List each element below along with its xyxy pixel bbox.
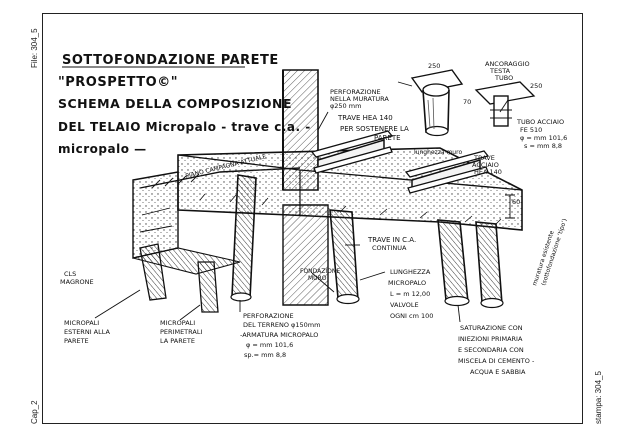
label-micropali-esterni-2: ESTERNI ALLA	[64, 328, 111, 336]
label-micropali-perimetrali-3: LA PARETE	[160, 337, 195, 345]
title-line-1: SOTTOFONDAZIONE PARETE	[62, 53, 279, 68]
micropile-perimeter	[197, 261, 219, 313]
micropile-1	[230, 174, 257, 302]
label-fondazione-2: MURO	[308, 275, 327, 282]
label-lunghezza-2: MICROPALO	[388, 279, 426, 287]
hea-beam-right	[404, 150, 490, 194]
label-saturazione-3: E SECONDARIA CON	[458, 346, 524, 354]
drawing-frame	[42, 13, 583, 424]
label-cls-2: MAGRONE	[60, 278, 94, 286]
label-saturazione-4: MISCELA DI CEMENTO -	[458, 357, 535, 365]
label-trave-right-2: ACCIAIO	[472, 161, 499, 169]
title-line-3: SCHEMA DELLA COMPOSIZIONE	[58, 96, 292, 111]
leader-lines	[94, 81, 515, 323]
title-block: SOTTOFONDAZIONE PARETE "PROSPETTO©" SCHE…	[58, 53, 311, 156]
label-perf-terreno-3: -ARMATURA MICROPALO	[240, 331, 318, 339]
label-perforazione-1: PERFORAZIONE	[330, 88, 381, 96]
label-lunghezza-4: VALVOLE	[390, 301, 419, 309]
label-sostenere-2: PARETE	[374, 134, 401, 142]
label-fondazione-1: FONDAZIONE	[300, 268, 340, 275]
label-dim-250-b: 250	[530, 82, 542, 90]
label-ancoraggio-2: TESTA	[489, 67, 511, 75]
tube-detail	[474, 81, 536, 127]
title-line-5: micropalo —	[58, 142, 147, 156]
label-perforazione-3: φ250 mm	[330, 102, 361, 110]
label-cls-1: CLS	[64, 270, 76, 278]
label-trave-ica-1: TRAVE IN C.A.	[367, 236, 416, 244]
label-trave-right-1: TRAVE	[473, 154, 495, 162]
label-ancoraggio-3: TUBO	[494, 74, 513, 82]
label-micropali-perimetrali-2: PERIMETRALI	[160, 328, 202, 336]
label-micropali-perimetrali-1: MICROPALI	[160, 319, 195, 327]
label-tubo-1: TUBO ACCIAIO	[516, 118, 564, 126]
label-perforazione-2: NELLA MURATURA	[330, 95, 389, 103]
label-lunghezza-5: OGNI cm 100	[390, 312, 433, 320]
micropile-4	[475, 221, 504, 309]
label-dim-60: 60	[512, 198, 520, 206]
hea-beam-left	[310, 130, 394, 174]
micropile-exterior	[139, 243, 167, 301]
label-perf-terreno-4: φ = mm 101,6	[246, 341, 293, 349]
label-lunghezza-1: LUNGHEZZA	[390, 268, 431, 276]
label-lunghezza-3: L = m 12,00	[390, 290, 430, 298]
label-micropali-esterni-3: PARETE	[64, 337, 89, 345]
title-line-2: "PROSPETTO©"	[58, 75, 178, 90]
label-sostenere-1: PER SOSTENERE LA	[340, 125, 409, 133]
label-dim-250-a: 250	[428, 62, 440, 70]
micropile-2	[329, 209, 360, 305]
label-saturazione-5: ACQUA E SABBIA	[470, 368, 526, 376]
label-dim-70: 70	[463, 98, 471, 106]
label-trave-right-3: HEA 140	[474, 168, 502, 176]
label-micropali-esterni-1: MICROPALI	[64, 319, 99, 327]
label-trave-ica-2: CONTINUA	[372, 244, 407, 252]
label-ancoraggio-1: ANCORAGGIO	[485, 60, 530, 68]
label-perf-terreno-2: DEL TERRENO φ150mm	[243, 321, 320, 329]
label-tubo-2: FE 510	[520, 126, 542, 134]
micropile-3	[437, 219, 470, 307]
label-lunghezza-muro: lunghezza muro	[414, 149, 462, 156]
label-saturazione-2: INIEZIONI PRIMARIA	[458, 335, 523, 343]
label-tubo-3: φ = mm 101,6	[520, 134, 567, 142]
label-tubo-4: s = mm 8,8	[524, 142, 562, 150]
label-perf-terreno-1: PERFORAZIONE	[243, 312, 294, 320]
anchor-detail	[410, 69, 464, 137]
label-trave-hea: TRAVE HEA 140	[337, 114, 393, 122]
title-line-4: DEL TELAIO Micropalo - trave c.a. -	[58, 120, 311, 134]
label-saturazione-1: SATURAZIONE CON	[460, 324, 523, 332]
label-perf-terreno-5: sp.= mm 8,8	[244, 351, 286, 359]
